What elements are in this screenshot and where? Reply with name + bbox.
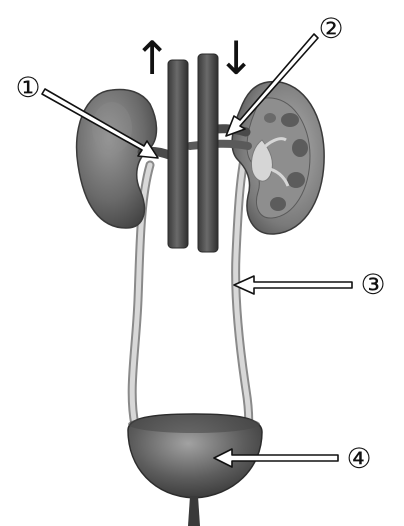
left-kidney [77,90,157,228]
urethra [188,496,200,526]
aorta [198,54,218,252]
up-flow-arrow: ↑ [133,31,172,85]
down-flow-arrow: ↓ [217,31,256,85]
bladder [128,414,262,526]
label-3: ③ [360,268,385,301]
pointer-arrow-4 [214,449,338,467]
great-vessels [168,54,218,252]
pointer-arrow-3 [234,276,352,294]
label-2: ② [318,12,343,45]
vena-cava [168,60,188,248]
label-4: ④ [346,442,371,475]
label-1: ① [15,71,40,104]
ureters [132,150,249,452]
right-kidney-section [232,82,324,234]
